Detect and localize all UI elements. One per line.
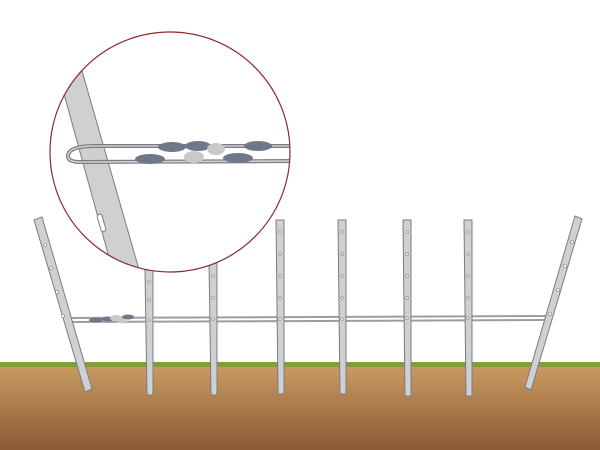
fence-wires: [65, 315, 549, 323]
wire-strainer-small: [89, 314, 134, 324]
clamp-small-5: [117, 318, 127, 324]
post-6: [463, 219, 473, 397]
post-5: [402, 219, 412, 397]
grass-strip: [0, 362, 600, 367]
inset-clamp-7: [244, 141, 272, 151]
soil: [0, 366, 600, 450]
inset-clamp-1: [135, 154, 165, 164]
inset-clamp-2: [158, 142, 186, 152]
inset-clamp-6: [223, 153, 253, 163]
detail-inset: [49, 31, 291, 273]
inset-clamp-4: [185, 141, 211, 151]
inset-post-slot: [96, 213, 107, 233]
inset-clamp-3: [184, 151, 204, 163]
fence-posts: [33, 215, 583, 397]
inset-border: [49, 31, 291, 273]
post-4: [337, 219, 347, 395]
post-3: [275, 219, 285, 395]
inset-clamp-5: [207, 143, 225, 155]
clamp-small-1: [89, 317, 103, 323]
clamp-small-4: [122, 314, 134, 320]
post-1: [144, 269, 154, 396]
wire-upper: [65, 315, 549, 319]
wire-lower: [65, 319, 549, 323]
end-post-left: [33, 216, 93, 393]
end-post-right: [524, 215, 583, 391]
post-2: [208, 261, 218, 396]
